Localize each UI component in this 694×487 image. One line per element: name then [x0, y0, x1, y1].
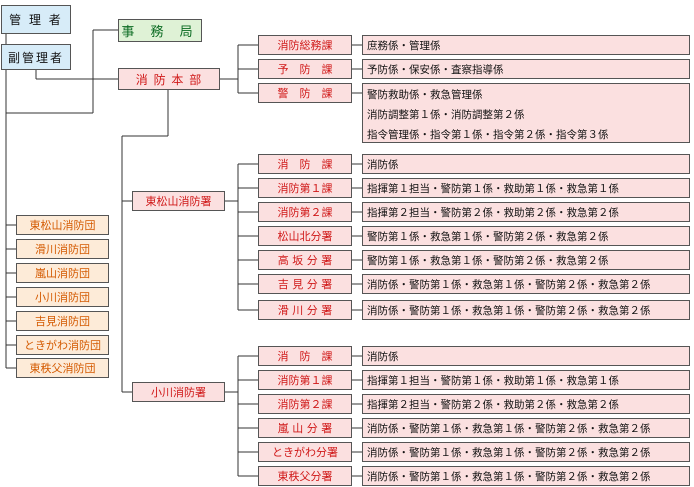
- hq-section: 警 防 課: [258, 83, 352, 103]
- fire-corps-box: 東松山消防団: [16, 215, 109, 235]
- station-section-duties: 消防係・警防第１係・救急第１係・警防第２係・救急第２係: [362, 418, 690, 438]
- fire-corps-box: 嵐山消防団: [16, 263, 109, 283]
- hq-section: 予 防 課: [258, 59, 352, 79]
- station-section: ときがわ分署: [258, 442, 352, 462]
- station-section-duties: 指揮第２担当・警防第２係・救助第２係・救急第２係: [362, 394, 690, 414]
- manager-box: 管 理 者: [1, 5, 71, 34]
- station-section: 高 坂 分 署: [258, 250, 352, 270]
- secretariat-box: 事 務 局: [118, 19, 202, 42]
- ogawa-station-box: 小川消防署: [132, 382, 225, 402]
- station-section-duties: 警防第１係・救急第１係・警防第２係・救急第２係: [362, 226, 690, 246]
- station-section: 消 防 課: [258, 346, 352, 366]
- station-section: 吉 見 分 署: [258, 274, 352, 294]
- station-section: 消防第２課: [258, 202, 352, 222]
- station-section: 消防第１課: [258, 178, 352, 198]
- hq-section-duties: 予防係・保安係・査察指導係: [362, 59, 690, 79]
- hq-section-duties: 警防救助係・救急管理係 消防調整第１係・消防調整第２係 指令管理係・指令第１係・…: [362, 83, 690, 143]
- higashimatsuyama-station-box: 東松山消防署: [132, 191, 225, 211]
- station-section-duties: 消防係・警防第１係・救急第１係・警防第２係・救急第２係: [362, 300, 690, 320]
- fire-corps-box: 東秩父消防団: [16, 358, 109, 378]
- station-section-duties: 指揮第１担当・警防第１係・救助第１係・救急第１係: [362, 178, 690, 198]
- hq-section-duties: 庶務係・管理係: [362, 35, 690, 55]
- hq-section: 消防総務課: [258, 35, 352, 55]
- station-section-duties: 指揮第１担当・警防第１係・救助第１係・救急第１係: [362, 370, 690, 390]
- station-section: 消防第１課: [258, 370, 352, 390]
- station-section: 東秩父分署: [258, 466, 352, 486]
- fire-corps-box: 小川消防団: [16, 287, 109, 307]
- fire-corps-box: ときがわ消防団: [16, 335, 109, 355]
- station-section: 滑 川 分 署: [258, 300, 352, 320]
- vice-manager-box: 副管理者: [1, 44, 71, 70]
- station-section: 松山北分署: [258, 226, 352, 246]
- station-section-duties: 消防係・警防第１係・救急第１係・警防第２係・救急第２係: [362, 466, 690, 486]
- station-section: 消 防 課: [258, 154, 352, 174]
- station-section-duties: 消防係: [362, 346, 690, 366]
- fire-corps-box: 滑川消防団: [16, 239, 109, 259]
- station-section-duties: 消防係・警防第１係・救急第１係・警防第２係・救急第２係: [362, 442, 690, 462]
- station-section-duties: 警防第１係・救急第１係・警防第２係・救急第２係: [362, 250, 690, 270]
- fire-headquarters-box: 消 防 本 部: [118, 68, 220, 90]
- station-section: 嵐 山 分 署: [258, 418, 352, 438]
- station-section: 消防第２課: [258, 394, 352, 414]
- station-section-duties: 指揮第２担当・警防第２係・救助第２係・救急第２係: [362, 202, 690, 222]
- station-section-duties: 消防係・警防第１係・救急第１係・警防第２係・救急第２係: [362, 274, 690, 294]
- station-section-duties: 消防係: [362, 154, 690, 174]
- fire-corps-box: 吉見消防団: [16, 311, 109, 331]
